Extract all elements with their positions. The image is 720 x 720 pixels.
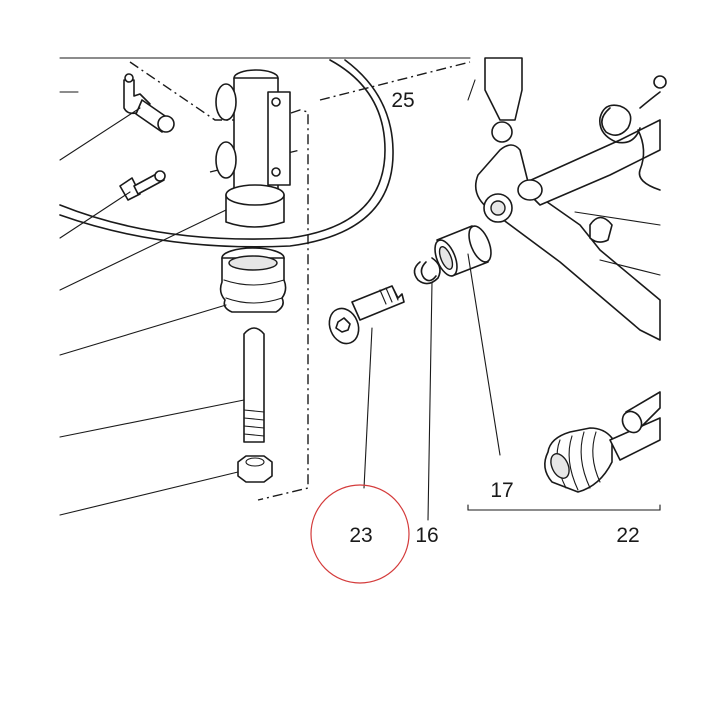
leader-25: [467, 79, 476, 101]
leader-left-3: [59, 209, 227, 291]
sleeve-bushing: [434, 225, 492, 277]
leader-left-2: [59, 191, 131, 239]
leader-left-1: [59, 107, 141, 161]
centerline-dashed-2: [319, 61, 471, 101]
cylinder-assembly: [215, 69, 291, 228]
push-rod: [243, 327, 265, 443]
leader-left-4: [59, 304, 227, 356]
pivot-bolt: [328, 285, 405, 345]
rod-end: [621, 391, 661, 434]
label-17: 17: [490, 479, 513, 502]
hose-outer: [59, 59, 386, 240]
hex-nut: [237, 455, 273, 483]
label-23: 23: [349, 524, 372, 547]
bellows-boot: [544, 417, 661, 493]
return-spring: [599, 75, 667, 191]
centerline-dashed: [129, 61, 309, 501]
small-bolt-left: [119, 170, 166, 201]
bracket-22: [467, 504, 661, 511]
highlight-circle: [310, 484, 410, 584]
label-22: 22: [616, 524, 639, 547]
boot-seal: [219, 247, 287, 313]
leader-23: [363, 327, 373, 489]
elbow-fitting: [123, 73, 175, 133]
leader-17: [467, 253, 501, 456]
pedal-assembly: [474, 57, 661, 341]
leader-16: [427, 281, 433, 521]
leader-left-6: [59, 471, 239, 516]
hose-inner: [59, 59, 394, 248]
leader-left-5: [59, 399, 245, 438]
label-16: 16: [415, 524, 438, 547]
circlip: [413, 257, 441, 285]
label-25: 25: [391, 89, 414, 112]
